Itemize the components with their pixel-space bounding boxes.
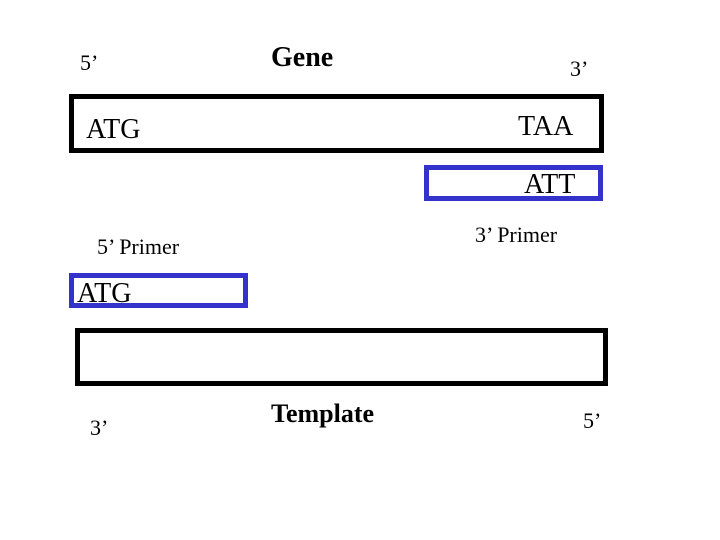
template-5-prime-label: 5’ [583,408,602,433]
gene-title: Gene [271,42,334,73]
primer-3-sequence: ATT [524,169,576,200]
template-strand-box [75,328,608,386]
gene-stop-codon: TAA [518,111,574,142]
primer-3-label: 3’ Primer [475,222,558,247]
primer-5-label: 5’ Primer [97,234,180,259]
template-3-prime-label: 3’ [90,415,109,440]
gene-strand-box [69,94,604,153]
gene-start-codon: ATG [86,114,141,145]
template-title: Template [271,399,375,428]
primer-5-sequence: ATG [77,278,132,309]
primer-5-box [69,273,248,308]
primer-3-box [424,165,603,201]
gene-5-prime-label: 5’ [80,50,99,75]
gene-3-prime-label: 3’ [570,56,589,81]
